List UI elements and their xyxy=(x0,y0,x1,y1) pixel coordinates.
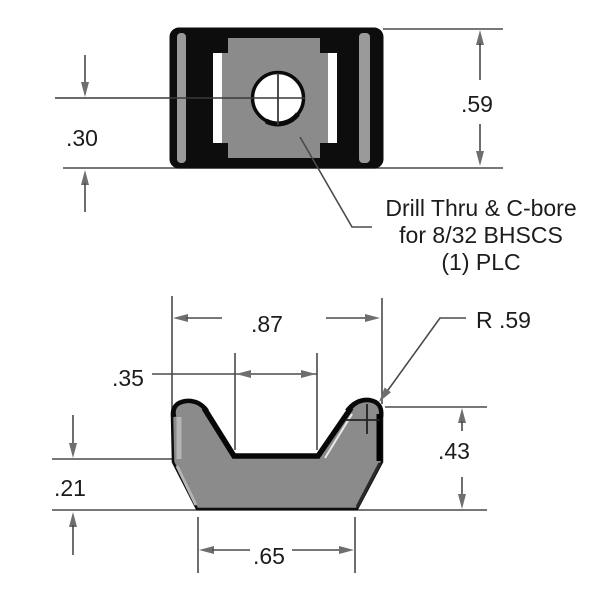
dim-87-left-arrow xyxy=(173,314,188,322)
lower-left-highlight xyxy=(175,465,198,506)
right-white-slot xyxy=(328,53,337,143)
dim-87-label: .87 xyxy=(251,311,283,337)
dim-35-left-arrow xyxy=(236,370,251,378)
dim-43-up-arrow xyxy=(458,408,466,423)
dim-top-width: .87 xyxy=(173,311,380,337)
dim-65-left-arrow xyxy=(199,546,214,554)
right-edge-highlight-stripe xyxy=(359,33,370,163)
top-view: .30 .59 Drill Thru & C-bore for 8/32 BHS… xyxy=(55,27,577,275)
dim-87-right-arrow xyxy=(365,314,380,322)
dim-left-height: .21 xyxy=(54,415,86,555)
dim-59-down-arrow xyxy=(476,151,484,166)
note-line-3: (1) PLC xyxy=(441,249,520,275)
dim-59-up-arrow xyxy=(476,30,484,45)
dim-30-label: .30 xyxy=(66,125,98,151)
dim-43-down-arrow xyxy=(458,494,466,509)
dim-35-label: .35 xyxy=(112,365,144,391)
channel-thick-edge xyxy=(201,406,354,459)
note-text: Drill Thru & C-bore for 8/32 BHSCS (1) P… xyxy=(385,195,576,275)
dim-overall-height: .59 xyxy=(461,30,493,166)
section-view-part xyxy=(170,397,384,511)
dim-21-label: .21 xyxy=(54,475,86,501)
right-inner-gloss xyxy=(324,413,353,459)
dim-radius-callout: R .59 xyxy=(379,307,531,402)
dim-radius-label: R .59 xyxy=(476,307,531,333)
dim-right-height: .43 xyxy=(438,408,470,509)
right-lobe-thick-edge xyxy=(345,397,384,418)
dim-21-down-arrow xyxy=(69,443,77,458)
dim-43-label: .43 xyxy=(438,438,470,464)
dim-30-down-arrow xyxy=(81,82,89,97)
section-view: .87 .35 xyxy=(52,296,531,573)
dim-65-right-arrow xyxy=(339,546,354,554)
note-leader-line xyxy=(299,136,372,228)
note-line-1: Drill Thru & C-bore xyxy=(385,195,576,221)
dim-59-label: .59 xyxy=(461,91,493,117)
radius-leader-line xyxy=(382,317,466,398)
lower-right-dark-edge xyxy=(355,462,382,508)
dim-center-to-bottom: .30 xyxy=(66,55,98,212)
dim-35-right-arrow xyxy=(301,370,316,378)
dim-slot-width: .35 xyxy=(112,365,317,391)
left-lobe-thick-edge xyxy=(171,398,209,418)
dim-30-up-arrow xyxy=(81,170,89,185)
note-line-2: for 8/32 BHSCS xyxy=(399,222,563,248)
dim-65-label: .65 xyxy=(253,543,285,569)
dim-bottom-width: .65 xyxy=(197,517,356,573)
radius-leader-arrow xyxy=(379,387,391,402)
dim-21-up-arrow xyxy=(69,512,77,527)
hole-shadow-arc xyxy=(264,112,300,127)
